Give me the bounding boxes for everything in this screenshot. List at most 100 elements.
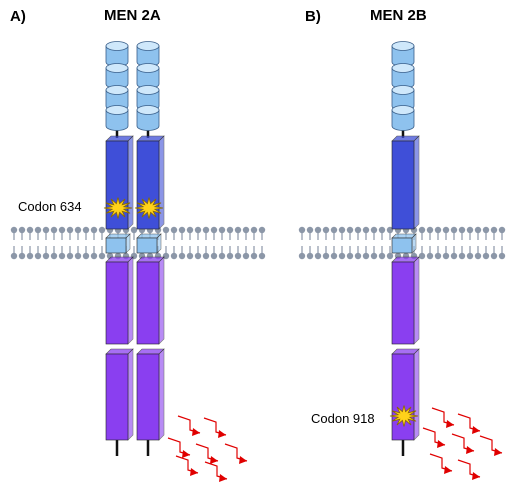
lipid-head (250, 226, 258, 234)
transmembrane-domain (136, 233, 162, 254)
lipid-bilayer (298, 226, 506, 260)
lipid-head (98, 252, 106, 260)
lipid-head (314, 226, 322, 234)
lipid-head (58, 252, 66, 260)
lipid-head (362, 252, 370, 260)
cadherin-domain (391, 109, 415, 131)
lipid-head (498, 252, 506, 260)
kinase-domain-1 (105, 256, 134, 345)
cysteine-rich-domain (391, 135, 420, 230)
lipid-head (162, 226, 170, 234)
cadherin-top (391, 41, 415, 51)
signal-arrow (451, 433, 475, 454)
lipid-head (218, 226, 226, 234)
lipid-head (434, 226, 442, 234)
cell-membranes (10, 226, 506, 260)
receptor-2a-left (103, 41, 134, 456)
lipid-head (10, 226, 18, 234)
lipid-head (378, 252, 386, 260)
lipid-head (258, 252, 266, 260)
panel-b-title: MEN 2B (370, 7, 427, 24)
signal-arrow (457, 459, 481, 480)
lipid-head (434, 252, 442, 260)
lipid-head (202, 252, 210, 260)
cadherin-top (391, 85, 415, 95)
lipid-head (170, 252, 178, 260)
lipid-head (18, 226, 26, 234)
lipid-head (170, 226, 178, 234)
lipid-head (322, 252, 330, 260)
lipid-head (418, 226, 426, 234)
lipid-head (482, 226, 490, 234)
cadherin-domain (105, 109, 129, 131)
signal-arrow (479, 435, 503, 456)
lipid-head (346, 252, 354, 260)
lipid-head (354, 226, 362, 234)
signal-arrow (431, 407, 455, 428)
lipid-head (370, 226, 378, 234)
lipid-head (330, 226, 338, 234)
lipid-head (370, 252, 378, 260)
transmembrane-domain (105, 233, 131, 254)
lipid-head (178, 226, 186, 234)
cadherin-top (105, 85, 129, 95)
signal-arrow (429, 453, 453, 474)
kinase-domain-2 (136, 348, 165, 441)
lipid-head (474, 226, 482, 234)
cadherin-top (136, 105, 160, 115)
cadherin-domain (136, 109, 160, 131)
lipid-head (50, 252, 58, 260)
lipid-head (442, 226, 450, 234)
lipid-head (442, 252, 450, 260)
signal-arrow (175, 455, 199, 476)
cadherin-top (391, 63, 415, 73)
signal-arrow (422, 427, 446, 448)
lipid-head (426, 252, 434, 260)
lipid-head (458, 252, 466, 260)
signal-arrow (457, 413, 481, 434)
lipid-head (66, 226, 74, 234)
signal-arrows (167, 407, 503, 482)
signal-arrow (177, 415, 201, 436)
lipid-head (354, 252, 362, 260)
lipid-head (218, 252, 226, 260)
cadherin-top (105, 41, 129, 51)
codon-634-label: Codon 634 (18, 199, 82, 214)
lipid-head (226, 252, 234, 260)
lipid-head (322, 226, 330, 234)
kinase-domain-1 (391, 256, 420, 345)
lipid-head (250, 252, 258, 260)
lipid-head (458, 226, 466, 234)
lipid-head (490, 226, 498, 234)
lipid-head (194, 252, 202, 260)
lipid-head (74, 226, 82, 234)
lipid-bilayer (10, 226, 266, 260)
lipid-head (338, 226, 346, 234)
lipid-head (386, 226, 394, 234)
lipid-head (50, 226, 58, 234)
lipid-head (178, 252, 186, 260)
lipid-head (498, 226, 506, 234)
lipid-head (378, 226, 386, 234)
cadherin-top (105, 63, 129, 73)
lipid-head (66, 252, 74, 260)
lipid-head (234, 252, 242, 260)
cysteine-rich-domain (105, 135, 134, 230)
lipid-head (298, 252, 306, 260)
lipid-head (338, 252, 346, 260)
lipid-head (42, 252, 50, 260)
lipid-head (34, 226, 42, 234)
signal-arrow (203, 417, 227, 438)
lipid-head (42, 226, 50, 234)
lipid-head (186, 252, 194, 260)
lipid-head (466, 252, 474, 260)
signal-arrow (195, 443, 219, 464)
lipid-head (58, 226, 66, 234)
lipid-head (450, 226, 458, 234)
lipid-head (306, 252, 314, 260)
lipid-head (242, 226, 250, 234)
signal-arrow (204, 461, 228, 482)
lipid-head (18, 252, 26, 260)
cadherin-top (136, 63, 160, 73)
signal-arrow (224, 443, 248, 464)
